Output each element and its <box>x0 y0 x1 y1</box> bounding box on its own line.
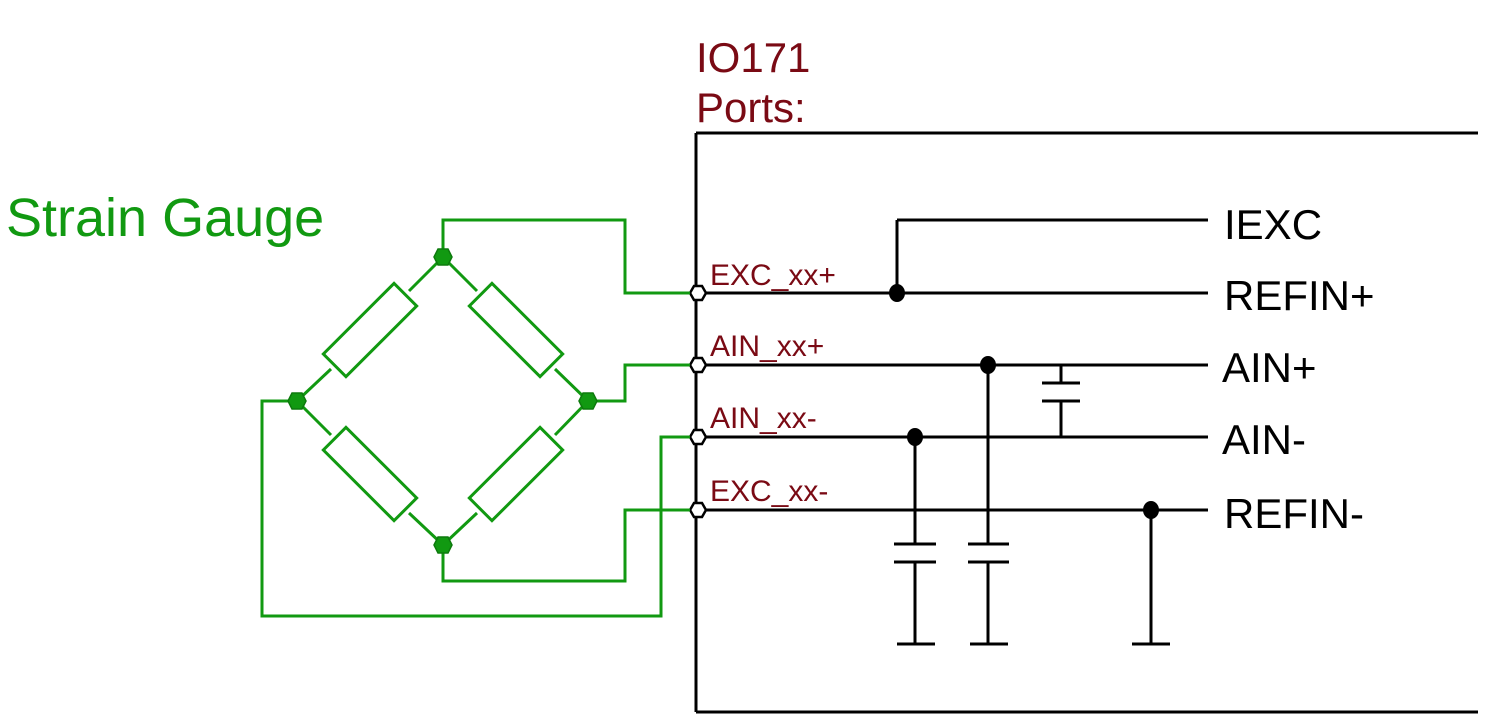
junction-dots <box>889 284 1159 519</box>
bridge-wiring <box>260 218 690 618</box>
port-connector-ain-minus <box>688 428 708 446</box>
port-connector-exc-plus <box>688 284 708 302</box>
junction-dot <box>1143 501 1159 519</box>
bridge-node-left <box>287 392 307 410</box>
resistor-top-left <box>321 281 419 379</box>
bridge-node-top <box>433 248 453 266</box>
port-label-ain-minus: AIN_xx- <box>710 402 817 435</box>
junction-dot <box>907 428 923 446</box>
port-label-exc-minus: EXC_xx- <box>710 475 828 508</box>
port-label-ain-plus: AIN_xx+ <box>710 330 824 363</box>
port-label-exc-plus: EXC_xx+ <box>710 259 836 292</box>
resistor-bottom-right <box>467 425 565 523</box>
port-connectors <box>688 284 708 519</box>
bridge-node-bottom <box>433 536 453 554</box>
resistor-bottom-left <box>321 425 419 523</box>
resistor-top-right <box>467 281 565 379</box>
signal-label-refin-plus: REFIN+ <box>1224 272 1375 319</box>
device-name: IO171 <box>696 34 810 81</box>
signal-label-iexc: IEXC <box>1224 201 1322 248</box>
signal-label-ain-minus: AIN- <box>1222 416 1306 463</box>
port-connector-ain-plus <box>688 356 708 374</box>
bridge-resistors <box>321 281 565 523</box>
port-connector-exc-minus <box>688 501 708 519</box>
signal-label-ain-plus: AIN+ <box>1222 344 1317 391</box>
device-box <box>694 131 1478 714</box>
signal-label-refin-minus: REFIN- <box>1224 490 1364 537</box>
strain-gauge-title: Strain Gauge <box>6 188 324 248</box>
bridge-node-right <box>578 392 598 410</box>
bridge-nodes <box>287 248 598 554</box>
internal-wiring <box>698 218 1208 646</box>
junction-dot <box>889 284 905 302</box>
ports-heading: Ports: <box>696 84 806 131</box>
junction-dot <box>980 356 996 374</box>
